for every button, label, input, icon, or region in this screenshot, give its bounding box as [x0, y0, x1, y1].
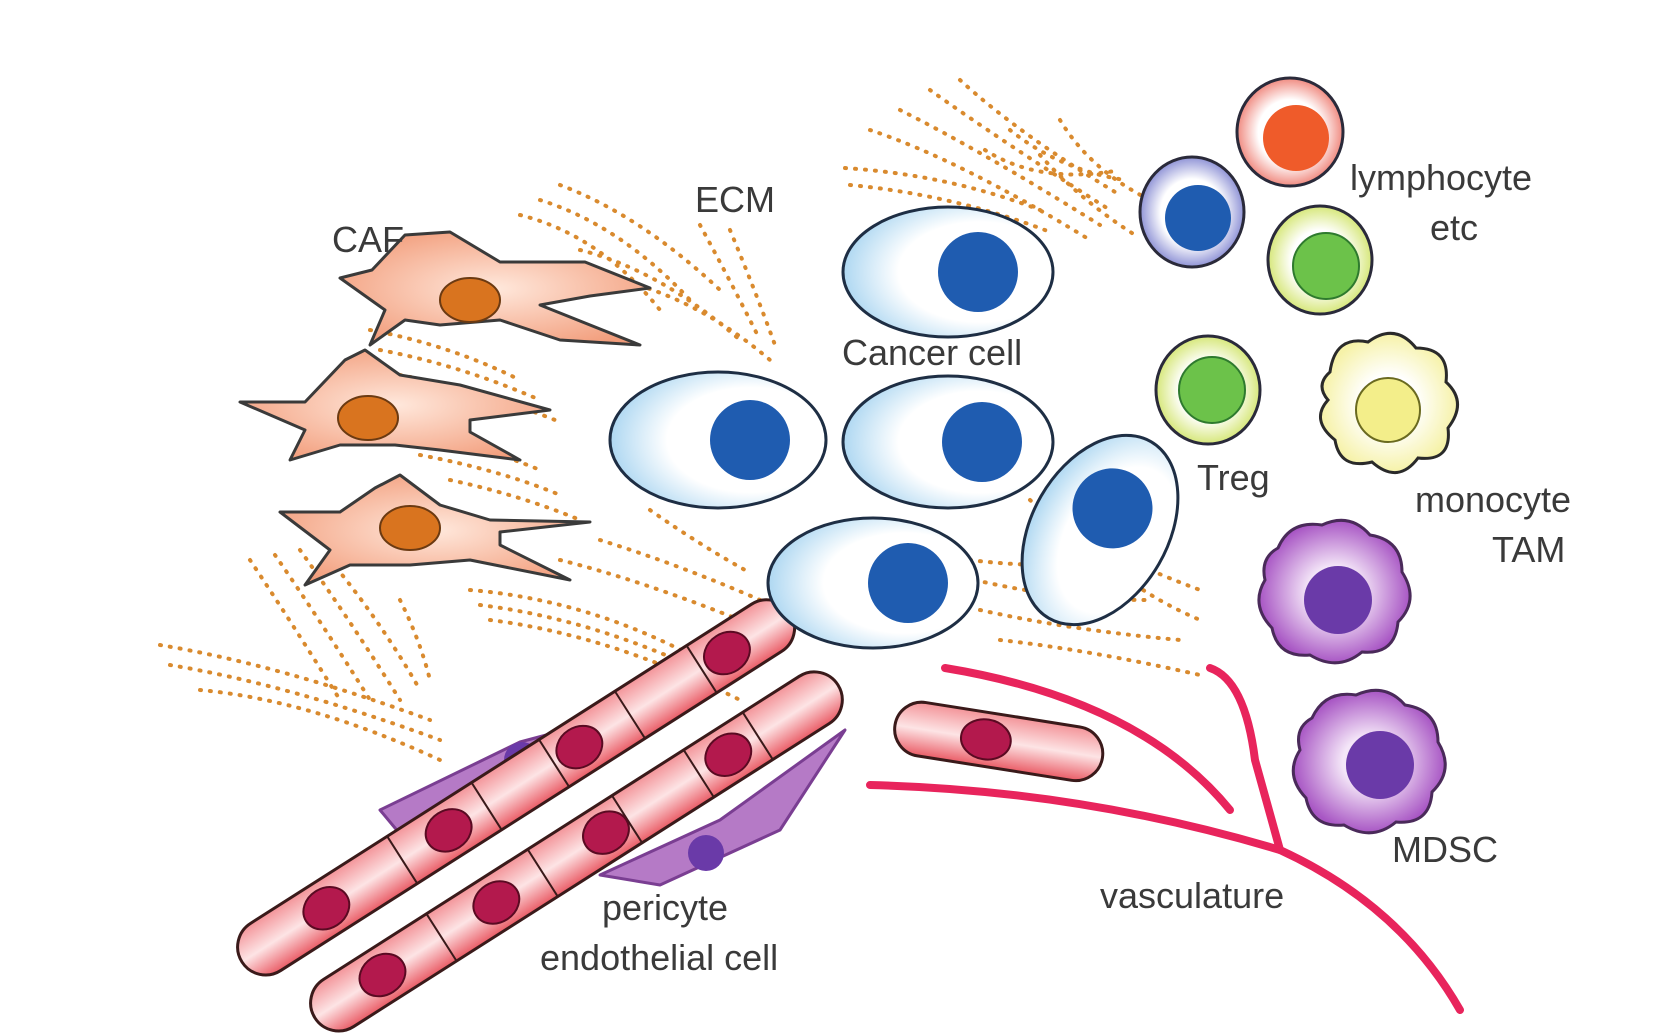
- lymphocytes: [1138, 76, 1374, 446]
- endothelial-vessels: [236, 598, 1105, 1033]
- cancer-cell: [766, 516, 980, 650]
- treg-cell: [1154, 334, 1262, 446]
- vessel-short: [893, 700, 1105, 783]
- pericyte-label: pericyte: [602, 887, 728, 928]
- mdsc-cells: [1257, 518, 1447, 835]
- caf-label: CAF: [332, 219, 404, 260]
- lymphocyte-blue: [1138, 155, 1246, 269]
- monocyte-cell: [1319, 331, 1459, 474]
- mdsc-cell: [1257, 518, 1412, 665]
- cancer-cell: [608, 370, 828, 510]
- labels: CAF ECM Cancer cell lymphocyte etc Treg …: [332, 157, 1571, 978]
- cancer-cell: [1020, 433, 1180, 627]
- lymphocyte-etc-label: etc: [1430, 207, 1478, 248]
- vessel-lower: [309, 670, 844, 1033]
- mdsc-label: MDSC: [1392, 829, 1498, 870]
- monocyte-label: monocyte: [1415, 479, 1571, 520]
- lymphocyte-green: [1266, 204, 1374, 316]
- cancer-cell: [841, 205, 1055, 339]
- caf-cell: [338, 230, 652, 347]
- vasculature-lines: [866, 664, 1464, 1014]
- lymphocyte-label: lymphocyte: [1350, 157, 1532, 198]
- caf-cell: [278, 473, 592, 587]
- mdsc-cell: [1291, 688, 1447, 835]
- treg-label: Treg: [1197, 457, 1270, 498]
- cancer-cell-label: Cancer cell: [842, 332, 1022, 373]
- lymphocyte-red: [1235, 76, 1345, 188]
- tam-label: TAM: [1492, 529, 1565, 570]
- vasculature-label: vasculature: [1100, 875, 1284, 916]
- caf-cells: [238, 230, 652, 587]
- endothelial-cell-label: endothelial cell: [540, 937, 778, 978]
- cancer-cells: [608, 205, 1180, 650]
- ecm-label: ECM: [695, 179, 775, 220]
- caf-cell: [238, 348, 552, 462]
- cancer-cell: [841, 374, 1055, 510]
